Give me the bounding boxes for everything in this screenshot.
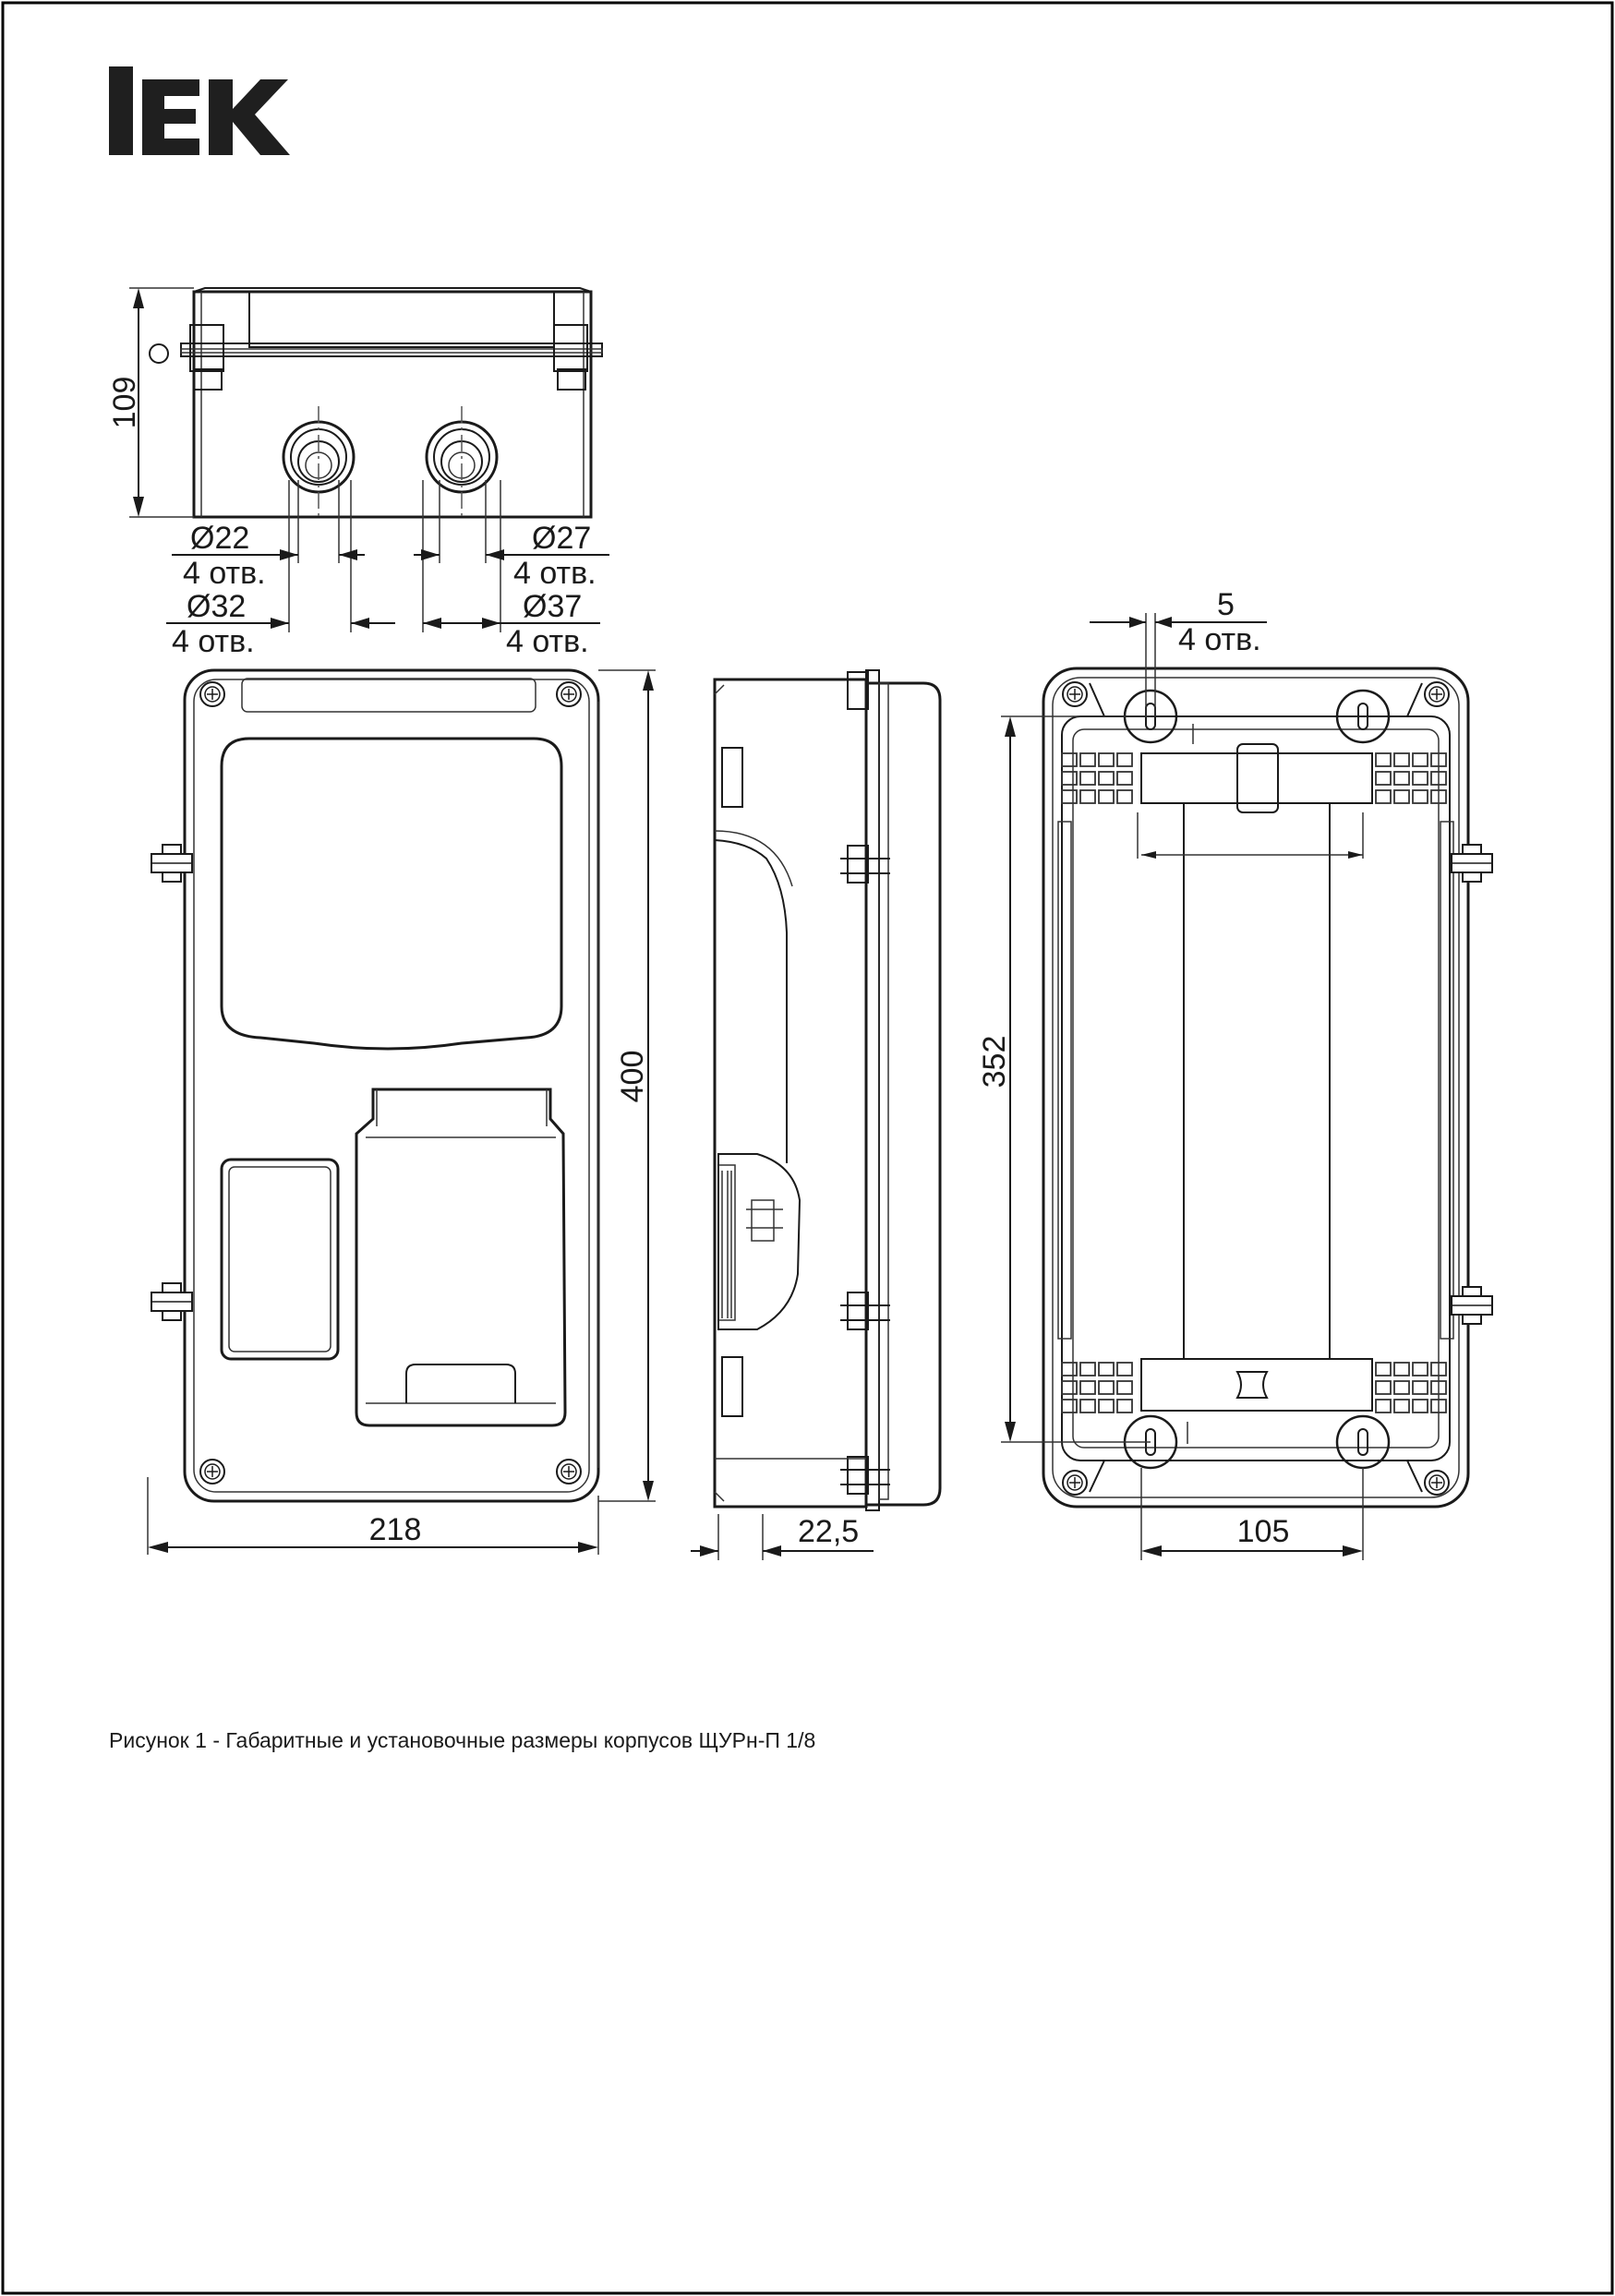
width-dimension-front: 218 (147, 1477, 599, 1555)
cable-gland-left (282, 406, 356, 517)
hole-1-diameter: Ø22 (190, 521, 249, 556)
height-label-400: 400 (615, 1051, 650, 1103)
hole-4-count: 4 отв. (506, 624, 589, 659)
depth-label-22-5: 22,5 (798, 1514, 859, 1549)
mount-hole-dimension: 5 4 отв. (1090, 587, 1267, 716)
hole-2-diameter: Ø27 (532, 521, 591, 556)
hole-dimensions: Ø22 4 отв. Ø27 4 отв. Ø32 4 отв. Ø37 4 о… (166, 521, 609, 659)
height-dimension-front: 400 (598, 669, 656, 1502)
hole-2-count: 4 отв. (513, 556, 597, 591)
hole-3-count: 4 отв. (172, 624, 255, 659)
width-label-105: 105 (1237, 1514, 1290, 1549)
width-label-218: 218 (369, 1512, 422, 1547)
hole-4-diameter: Ø37 (523, 589, 582, 624)
hole-3-diameter: Ø32 (187, 589, 246, 624)
side-view (713, 669, 942, 1511)
figure-caption: Рисунок 1 - Габаритные и установочные ра… (109, 1728, 815, 1752)
iek-logo (109, 66, 290, 155)
front-view (151, 668, 600, 1503)
depth-dimension-side: 22,5 (691, 1514, 874, 1560)
mount-hole-count: 4 отв. (1178, 622, 1261, 657)
hole-1-count: 4 отв. (183, 556, 266, 591)
width-dimension-back: 105 (1140, 1468, 1364, 1560)
mount-hole-size: 5 (1217, 587, 1235, 622)
height-dimension-top: 109 (107, 287, 194, 518)
height-label-109: 109 (107, 377, 142, 429)
height-dimension-back: 352 (977, 715, 1151, 1443)
height-label-352: 352 (977, 1036, 1012, 1088)
back-view (1042, 667, 1493, 1509)
cable-gland-right (425, 406, 499, 517)
